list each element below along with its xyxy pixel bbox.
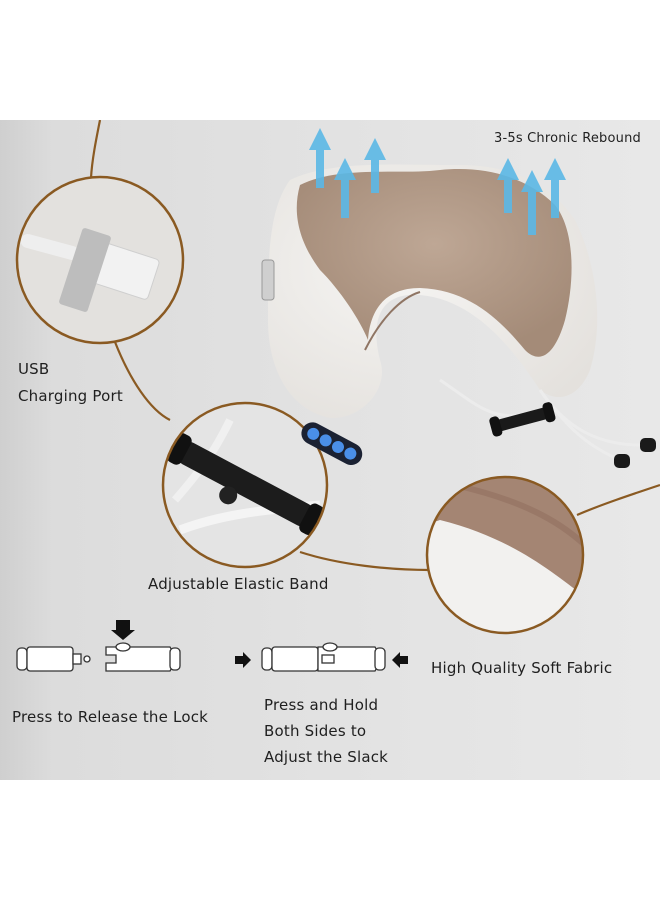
instruction-hold-line1: Press and Hold	[264, 696, 379, 714]
control-panel	[301, 422, 363, 466]
feature-label-rebound: 3-5s Chronic Rebound	[494, 131, 641, 146]
instruction-hold-line2: Both Sides to	[264, 722, 367, 740]
soft-fabric-detail-circle	[425, 475, 585, 635]
press-right-arrow-icon	[235, 652, 251, 668]
usb-port	[261, 259, 275, 301]
power-icon	[344, 447, 357, 460]
feature-label-soft-fabric: High Quality Soft Fabric	[431, 659, 613, 677]
press-down-arrow-icon	[111, 620, 135, 640]
product-image-panel: 3-5s Chronic Rebound USB Charging Port A…	[0, 120, 660, 780]
instruction-hold-line3: Adjust the Slack	[264, 748, 389, 766]
release-lock-diagram	[16, 642, 181, 672]
neck-pillow-illustration	[261, 128, 656, 468]
elastic-band-lock-circle	[161, 401, 329, 569]
feature-label-elastic-band: Adjustable Elastic Band	[148, 575, 329, 593]
heat-icon	[319, 434, 332, 447]
mode-icon	[307, 427, 320, 440]
instruction-release-lock: Press to Release the Lock	[12, 708, 209, 726]
adjust-slack-diagram	[261, 642, 386, 672]
press-left-arrow-icon	[392, 652, 408, 668]
product-illustration	[15, 120, 660, 672]
feature-label-usb: USB	[18, 360, 50, 378]
rebound-arrows	[309, 128, 566, 235]
cycle-icon	[332, 440, 345, 453]
feature-label-usb-port: Charging Port	[18, 387, 123, 405]
connector-lines	[89, 120, 660, 572]
usb-port-detail-circle	[15, 175, 185, 345]
